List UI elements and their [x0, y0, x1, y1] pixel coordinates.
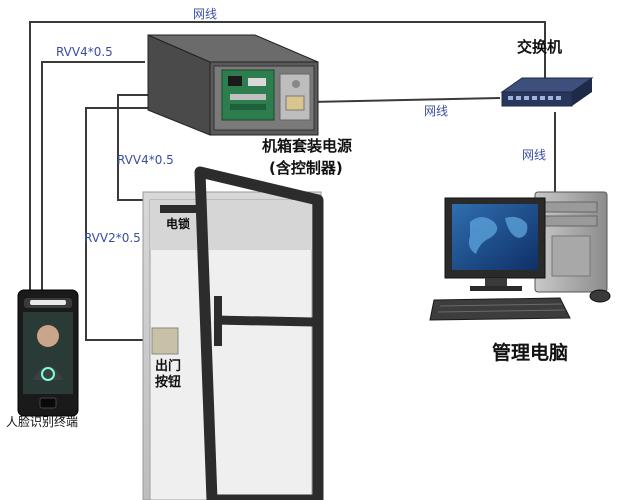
rvv4-cable-controller-to-lock [117, 94, 165, 201]
door-leaf [194, 166, 324, 500]
network-cable-middle-label: 网线 [424, 104, 449, 118]
switch-label: 交换机 [517, 38, 563, 56]
network-cable-terminal-to-switch [29, 21, 546, 305]
pc-keyboard [429, 297, 571, 321]
face-terminal-device [17, 289, 79, 417]
rvv4-cable-terminal-to-controller [41, 61, 145, 300]
network-switch [500, 77, 594, 107]
network-cable-controller-to-switch [309, 97, 501, 103]
exit-button-label-line1: 出门 [155, 359, 182, 374]
pc-mouse [589, 289, 611, 303]
controller-box [147, 34, 319, 136]
exit-button-label-line2: 按钮 [155, 375, 182, 390]
management-pc-label: 管理电脑 [492, 342, 569, 364]
electric-lock-device [160, 205, 200, 213]
electric-lock-label: 电锁 [166, 217, 191, 231]
management-pc [429, 191, 611, 321]
rvv4-mid-label: RVV4*0.5 [117, 153, 174, 167]
exit-button-device [151, 327, 179, 355]
rvv2-label: RVV2*0.5 [84, 231, 141, 245]
rvv2-cable-exit-button [85, 107, 165, 341]
face-terminal-label: 人脸识别终端 [6, 415, 79, 429]
wires [29, 21, 556, 341]
rvv4-top-label: RVV4*0.5 [56, 45, 113, 59]
network-cable-top-label: 网线 [193, 7, 218, 21]
door-assembly [142, 166, 324, 500]
network-cable-right-label: 网线 [522, 148, 547, 162]
controller-box-label-line2: (含控制器) [269, 159, 343, 177]
controller-box-label-line1: 机箱套装电源 [262, 137, 353, 155]
